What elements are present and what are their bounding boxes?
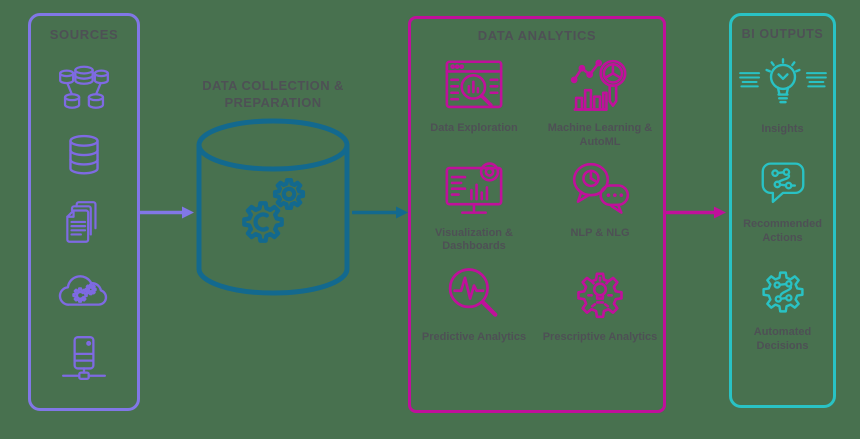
database-icon [69, 134, 99, 175]
analytics-item-label: Predictive Analytics [421, 331, 527, 343]
visualization-dashboards-icon [445, 161, 503, 214]
analytics-item-label: Data Exploration [430, 122, 518, 134]
documents-icon [66, 201, 97, 243]
bi-item-automated-decisions: Automated Decisions [737, 265, 829, 354]
analytics-item-label: Visualization & Dashboards [434, 226, 514, 253]
analytics-grid: Data Exploration [411, 55, 663, 345]
bi-item-label: Recommended Actions [743, 217, 822, 244]
recommended-actions-icon [761, 162, 804, 203]
analytics-item-machine-learning: Machine Learning & AutoML [537, 55, 663, 150]
arrow-analytics-to-bi [664, 206, 726, 219]
sources-title: SOURCES [49, 27, 119, 42]
sources-icon-list [57, 42, 111, 408]
collection-title: DATA COLLECTION & PREPARATION [202, 78, 344, 110]
automated-decisions-icon [761, 271, 804, 313]
prescriptive-analytics-icon [577, 272, 623, 319]
analytics-item-label: Prescriptive Analytics [542, 331, 658, 343]
analytics-item-nlp-nlg: NLP & NLG [537, 160, 663, 255]
cloud-gears-icon [58, 275, 108, 307]
data-analytics-title: DATA ANALYTICS [477, 28, 597, 43]
insights-icon [738, 58, 827, 104]
bi-outputs-panel: BI OUTPUTS [729, 13, 836, 408]
predictive-analytics-icon [448, 268, 498, 317]
bi-outputs-title: BI OUTPUTS [741, 27, 824, 41]
data-exploration-icon [445, 60, 503, 109]
distributed-database-icon [59, 65, 109, 110]
arrow-sources-to-collection [138, 206, 194, 219]
bi-item-label: Automated Decisions [753, 326, 812, 352]
machine-learning-icon [570, 59, 627, 111]
bi-item-recommended-actions: Recommended Actions [737, 159, 829, 246]
analytics-item-visualization: Visualization & Dashboards [411, 160, 537, 255]
analytics-item-label: Machine Learning & AutoML [547, 122, 653, 148]
analytics-item-data-exploration: Data Exploration [411, 55, 537, 150]
server-icon [62, 335, 106, 380]
data-analytics-panel: DATA ANALYTICS [408, 16, 666, 413]
nlp-nlg-icon [572, 162, 630, 214]
sources-panel: SOURCES [28, 13, 140, 411]
arrow-collection-to-analytics [352, 206, 408, 219]
bi-item-label: Insights [761, 123, 804, 135]
analytics-item-label: NLP & NLG [570, 226, 630, 239]
database-cylinder-gears-icon [196, 118, 350, 296]
analytics-item-prescriptive: Prescriptive Analytics [537, 264, 663, 345]
bi-item-insights: Insights [737, 58, 829, 137]
analytics-item-predictive: Predictive Analytics [411, 264, 537, 345]
